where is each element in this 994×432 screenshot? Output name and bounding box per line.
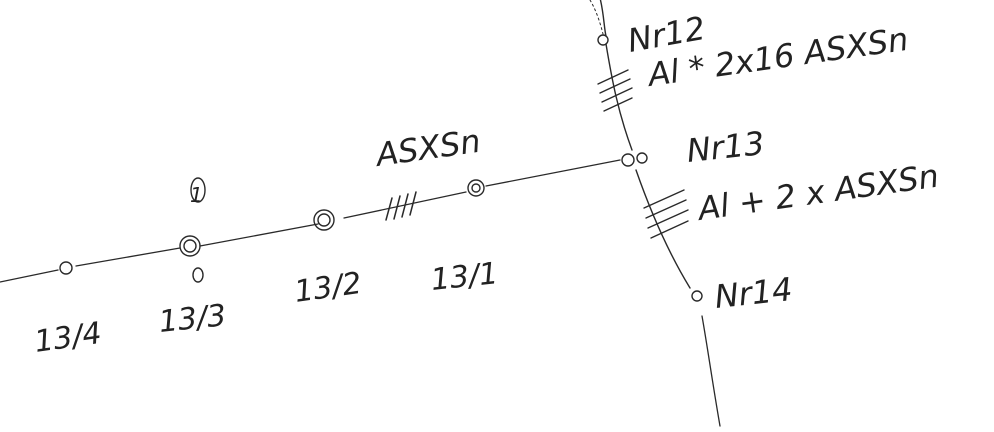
line-main (0, 269, 59, 283)
label-13-4: 13/4 (32, 316, 104, 360)
pole-nr12-marker (597, 34, 609, 46)
line-main-2 (75, 159, 621, 267)
marker-1-circle (190, 177, 206, 203)
label-13-2: 13/2 (292, 266, 364, 310)
pole-nr13-marker-b (636, 152, 648, 164)
pole-13-2-marker (313, 209, 335, 231)
label-nr14: Nr14 (713, 270, 794, 316)
label-cable-bottom: Al + 2 x ASXSn (694, 157, 941, 229)
line-below-nr14 (701, 315, 721, 427)
label-nr13: Nr13 (685, 124, 766, 170)
pole-nr14-marker (691, 290, 703, 302)
label-13-1: 13/1 (429, 256, 500, 298)
hatch-bottom (643, 189, 689, 239)
hatch-top (597, 69, 633, 112)
label-marker-1: 1 (190, 183, 203, 207)
label-13-3: 13/3 (157, 298, 228, 340)
pole-13-3-marker-inner (183, 239, 197, 253)
pole-13-4-marker (59, 261, 73, 275)
small-marker-below-13-3 (192, 267, 204, 283)
line-nr13-nr14 (635, 169, 691, 289)
line-top-entry (599, 0, 607, 37)
label-cable-main: ASXSn (372, 122, 483, 174)
pole-13-2-marker-inner (317, 213, 331, 227)
pole-13-1-marker-inner (471, 183, 481, 193)
line-nr12-nr13 (605, 43, 633, 151)
pole-nr13-marker-a (621, 153, 635, 167)
hatch-main (385, 191, 417, 221)
pole-13-1-marker (467, 179, 485, 197)
pole-13-3-marker (179, 235, 201, 257)
